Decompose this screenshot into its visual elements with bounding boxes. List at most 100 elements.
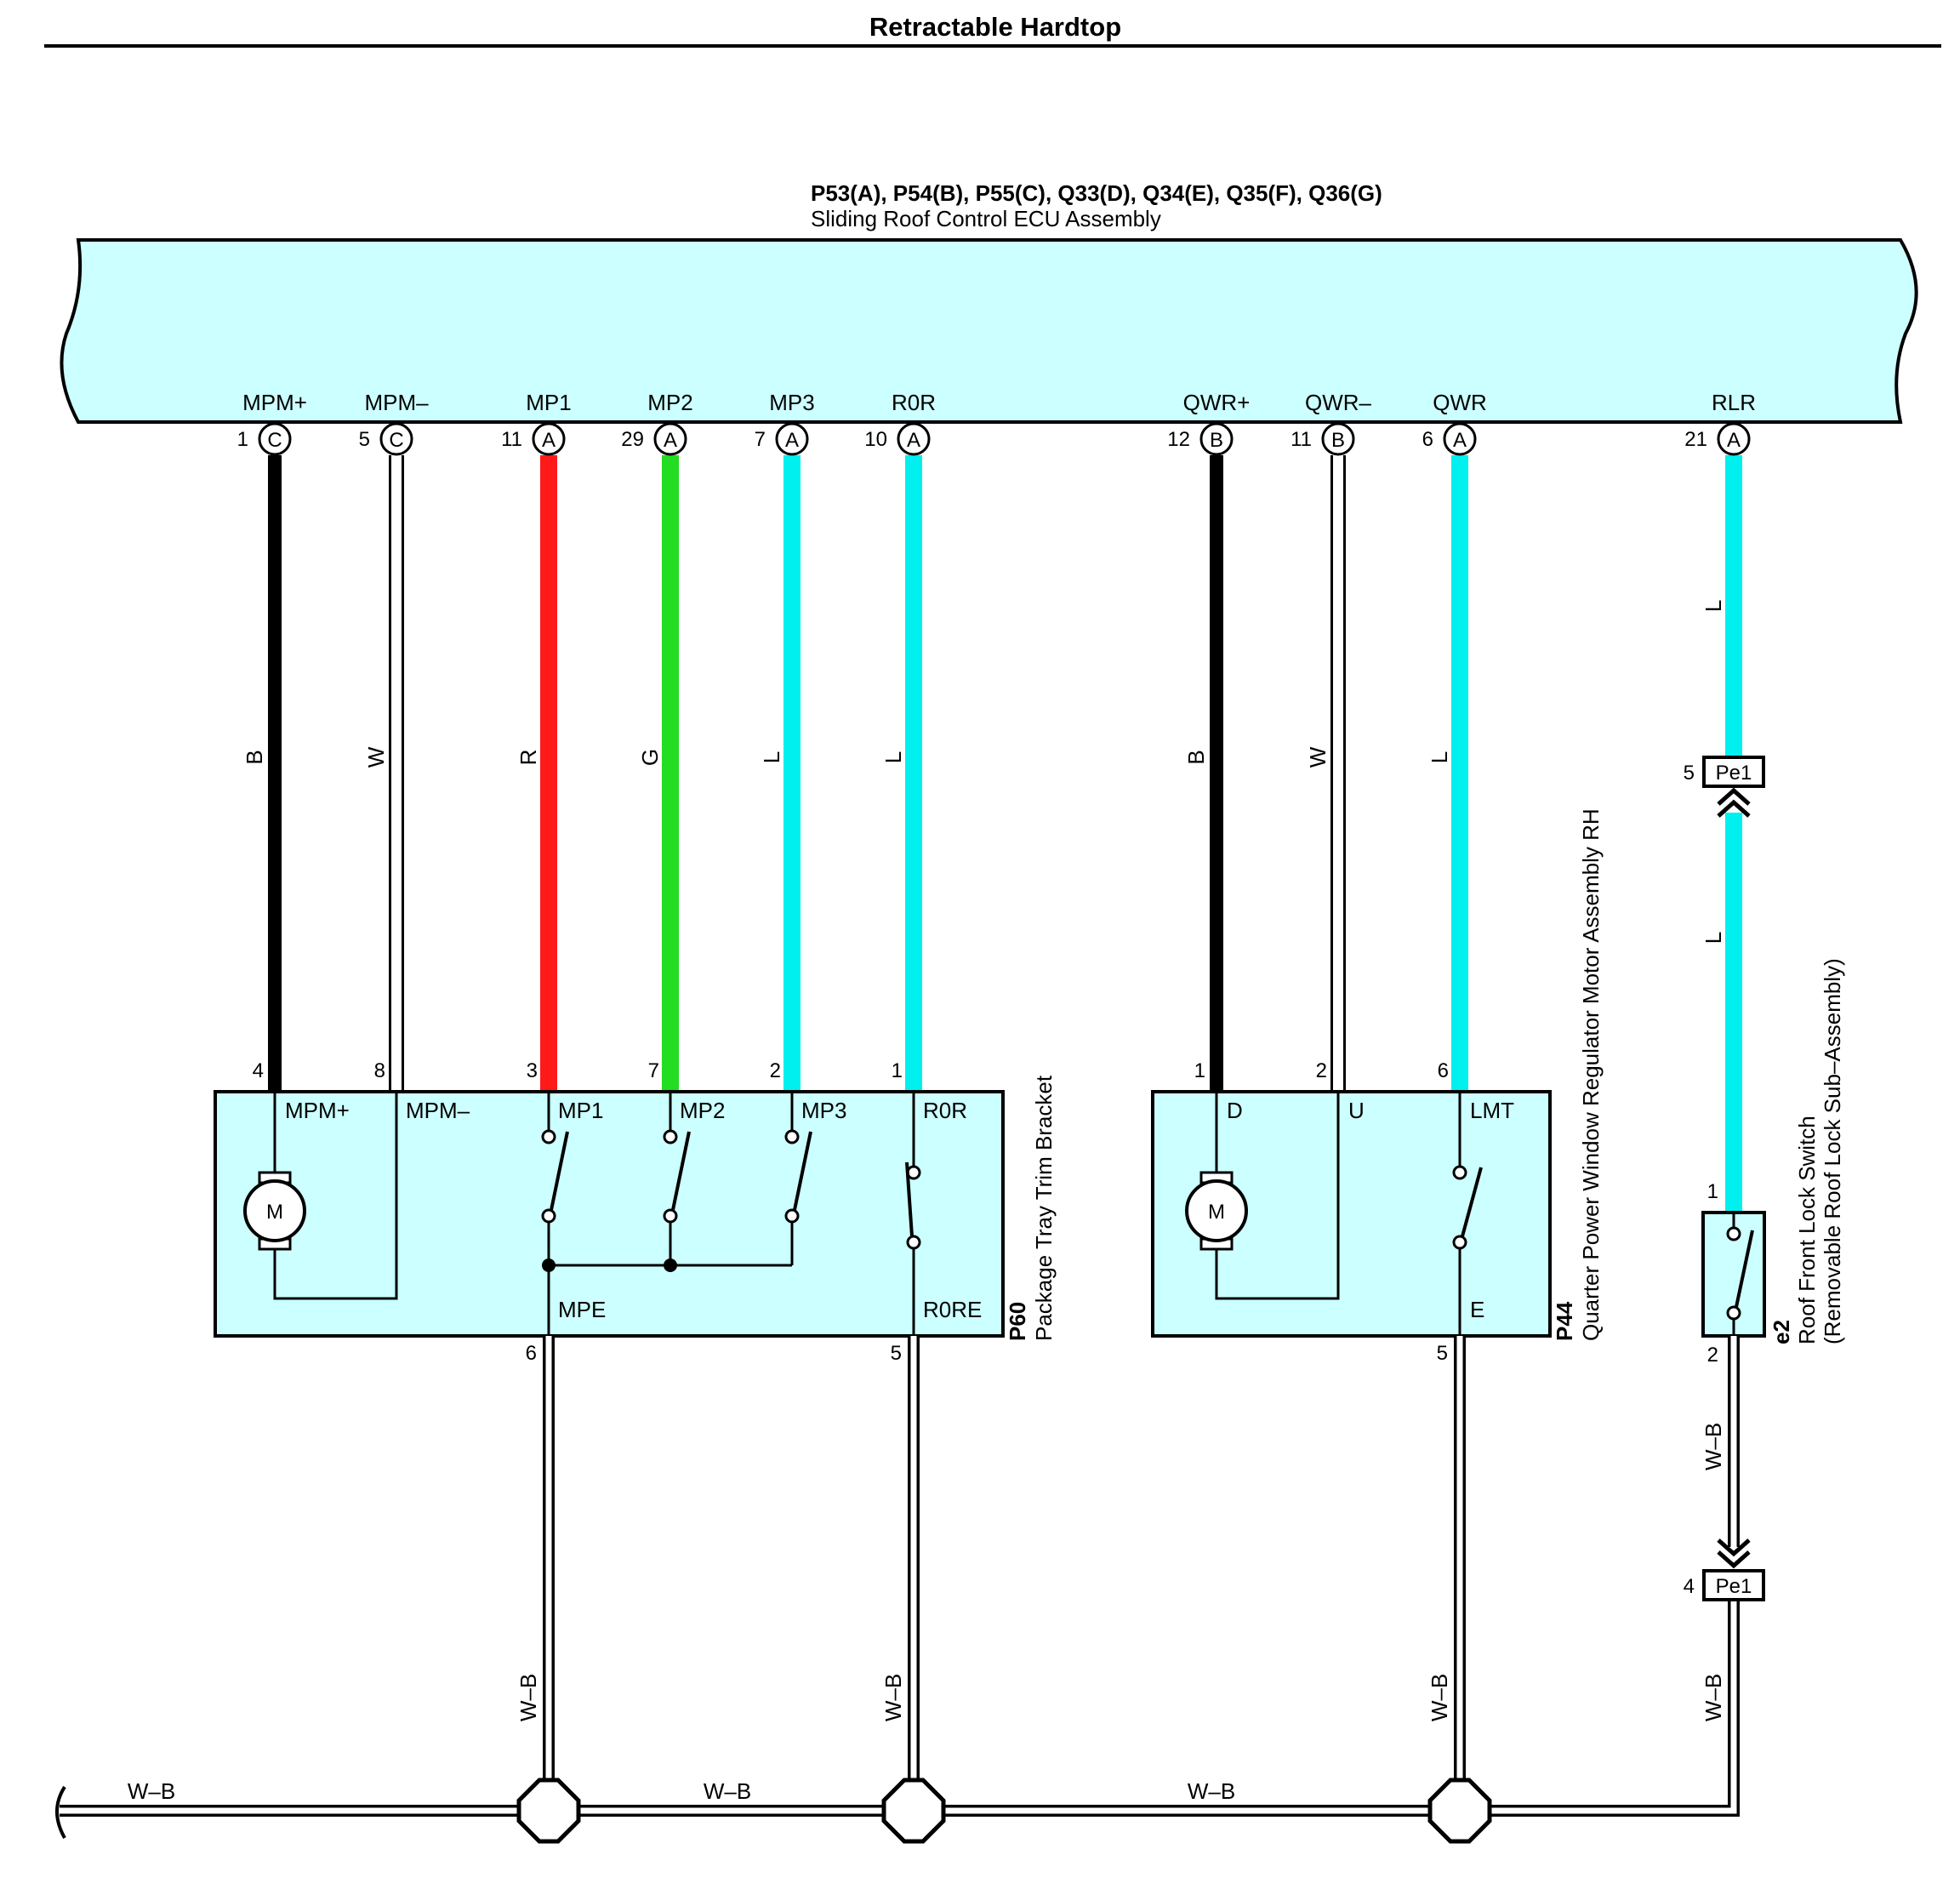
svg-text:A: A xyxy=(1453,429,1467,452)
p44-quarter-window-motor: 1 2 6 D U LMT E M P44 Quarter Power Wind… xyxy=(1151,808,1604,1341)
svg-text:11: 11 xyxy=(1291,428,1312,451)
svg-text:W–B: W–B xyxy=(1427,1674,1452,1721)
svg-text:M: M xyxy=(1208,1201,1225,1224)
svg-text:QWR–: QWR– xyxy=(1305,390,1372,415)
svg-text:L: L xyxy=(759,751,784,763)
svg-text:7: 7 xyxy=(755,428,766,451)
svg-text:LMT: LMT xyxy=(1470,1098,1514,1123)
svg-text:5: 5 xyxy=(359,428,370,451)
e2-code: e2 xyxy=(1769,1320,1794,1344)
e2-subname: (Removable Roof Lock Sub–Assembly) xyxy=(1820,958,1845,1344)
svg-text:C: C xyxy=(267,429,282,452)
ecu-assembly xyxy=(60,238,1918,424)
svg-text:8: 8 xyxy=(374,1059,385,1082)
svg-text:M: M xyxy=(266,1201,283,1224)
svg-text:L: L xyxy=(1701,932,1726,944)
p44-name: Quarter Power Window Regulator Motor Ass… xyxy=(1578,808,1604,1341)
p60-motor xyxy=(243,1179,306,1242)
ground-break xyxy=(55,1785,66,1839)
svg-text:W–B: W–B xyxy=(516,1674,541,1721)
svg-text:5: 5 xyxy=(1684,762,1695,785)
p60-name: Package Tray Trim Bracket xyxy=(1031,1075,1057,1341)
svg-text:A: A xyxy=(542,429,556,452)
svg-text:12: 12 xyxy=(1167,428,1190,451)
svg-text:W–B: W–B xyxy=(1701,1423,1726,1470)
svg-text:21: 21 xyxy=(1684,428,1707,451)
terminal-qwr-minus: QWR– 11 B xyxy=(1291,390,1372,456)
svg-text:6: 6 xyxy=(526,1342,537,1365)
pe1-upper-chevron xyxy=(1717,787,1751,818)
terminal-qwr-plus: QWR+ 12 B xyxy=(1167,390,1250,456)
svg-text:MPM+: MPM+ xyxy=(242,390,307,415)
svg-text:2: 2 xyxy=(1316,1059,1327,1082)
p60-pin-labels: MPM+ MPM– MP1 MP2 MP3 R0R MPE R0RE xyxy=(285,1098,982,1322)
terminal-r0r: R0R 10 A xyxy=(864,390,936,456)
svg-text:MPM–: MPM– xyxy=(406,1098,470,1123)
svg-text:MPE: MPE xyxy=(558,1297,606,1322)
junction-2 xyxy=(881,1778,946,1844)
svg-text:G: G xyxy=(637,749,663,766)
svg-text:29: 29 xyxy=(621,428,644,451)
svg-text:B: B xyxy=(1210,429,1223,452)
wire-color-labels: B W R G L L B W L L L xyxy=(242,600,1726,944)
svg-text:3: 3 xyxy=(527,1059,538,1082)
p60-motor-loop xyxy=(273,1092,398,1300)
svg-text:1: 1 xyxy=(237,428,248,451)
terminal-mp3: MP3 7 A xyxy=(755,390,815,456)
svg-text:MP2: MP2 xyxy=(680,1098,725,1123)
p60-package-tray-trim-bracket: 4 8 3 7 2 1 MPM+ MPM– MP1 MP2 MP3 R0R MP… xyxy=(214,1059,1057,1341)
terminal-mp1: MP1 11 A xyxy=(501,390,572,456)
terminal-mp2: MP2 29 A xyxy=(621,390,693,456)
svg-text:5: 5 xyxy=(891,1342,902,1365)
svg-text:B: B xyxy=(1183,750,1209,764)
terminal-rlr: RLR 21 A xyxy=(1684,390,1756,456)
svg-text:2: 2 xyxy=(770,1059,781,1082)
e2-roof-front-lock-switch: 1 2 e2 Roof Front Lock Switch (Removable… xyxy=(1701,958,1845,1367)
page-title: Retractable Hardtop xyxy=(869,12,1121,42)
p60-pin-numbers: 4 8 3 7 2 1 xyxy=(253,1059,903,1082)
svg-text:R0R: R0R xyxy=(892,390,936,415)
svg-text:A: A xyxy=(907,429,920,452)
ground-wires: 6 5 5 xyxy=(55,1336,1740,1839)
p60-code: P60 xyxy=(1005,1302,1030,1341)
p44-code: P44 xyxy=(1552,1301,1577,1341)
svg-text:2: 2 xyxy=(1707,1344,1718,1367)
terminal-mpm-plus: MPM+ 1 C xyxy=(237,390,307,456)
junction-1 xyxy=(516,1778,581,1844)
svg-text:11: 11 xyxy=(501,428,522,451)
svg-text:MP3: MP3 xyxy=(769,390,814,415)
svg-text:MPM+: MPM+ xyxy=(285,1098,350,1123)
pe1-connector-lower: 4 Pe1 xyxy=(1684,1538,1765,1601)
ecu-name: Sliding Roof Control ECU Assembly xyxy=(811,206,1161,231)
svg-text:A: A xyxy=(1727,429,1741,452)
svg-text:Pe1: Pe1 xyxy=(1716,1575,1752,1598)
ecu-connectors: P53(A), P54(B), P55(C), Q33(D), Q34(E), … xyxy=(811,180,1382,206)
svg-text:B: B xyxy=(242,750,267,764)
svg-text:W–B: W–B xyxy=(128,1778,175,1804)
svg-text:W–B: W–B xyxy=(704,1778,751,1804)
terminal-mpm-minus: MPM– 5 C xyxy=(359,390,429,456)
svg-text:W: W xyxy=(363,746,389,768)
p44-motor xyxy=(1185,1179,1248,1242)
svg-text:MP1: MP1 xyxy=(558,1098,603,1123)
svg-text:R: R xyxy=(516,750,541,766)
svg-text:4: 4 xyxy=(1684,1575,1695,1598)
svg-text:R0RE: R0RE xyxy=(923,1297,982,1322)
svg-text:W–B: W–B xyxy=(880,1674,906,1721)
svg-text:C: C xyxy=(389,429,403,452)
ecu-wires xyxy=(268,455,1742,1213)
svg-text:QWR: QWR xyxy=(1433,390,1487,415)
svg-text:6: 6 xyxy=(1422,428,1433,451)
svg-text:MP2: MP2 xyxy=(647,390,692,415)
svg-text:A: A xyxy=(664,429,677,452)
svg-text:D: D xyxy=(1227,1098,1243,1123)
svg-text:RLR: RLR xyxy=(1712,390,1756,415)
terminal-row: MPM+ 1 C MPM– 5 C MP1 11 A MP2 29 A MP3 … xyxy=(237,390,1756,456)
pe1-lower-chevron xyxy=(1717,1538,1751,1569)
svg-text:R0R: R0R xyxy=(923,1098,967,1123)
svg-text:U: U xyxy=(1348,1098,1365,1123)
svg-text:1: 1 xyxy=(892,1059,903,1082)
svg-text:MPM–: MPM– xyxy=(364,390,429,415)
svg-text:MP3: MP3 xyxy=(801,1098,846,1123)
svg-text:L: L xyxy=(1427,751,1452,763)
